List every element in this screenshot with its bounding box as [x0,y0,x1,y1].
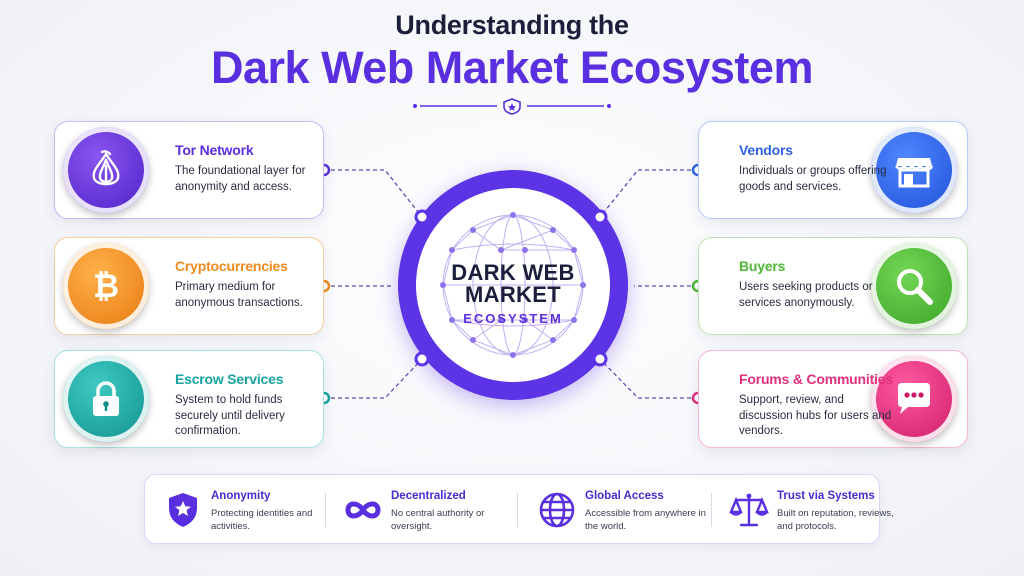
feature-divider [325,493,326,527]
onion-icon [63,127,149,213]
scales-icon [729,493,769,527]
card-title: Forums & Communities [739,371,893,387]
card-description: Primary medium for anonymous transaction… [175,281,303,309]
card-description: The foundational layer for anonymity and… [175,165,306,193]
card-forums-communities: Forums & Communities Support, review, an… [698,350,968,448]
card-escrow-services: Escrow Services System to hold funds sec… [54,350,324,448]
card-vendors: Vendors Individuals or groups offering g… [698,121,968,219]
title-line-1: Understanding the [395,10,629,40]
feature-title: Global Access [585,490,664,502]
bitcoin-icon: ₿ [63,243,149,329]
infinity-icon [345,501,381,519]
feature-title: Decentralized [391,490,466,502]
card-tor-network: Tor Network The foundational layer for a… [54,121,324,219]
card-title: Cryptocurrencies [175,258,288,274]
feature-divider [711,493,712,527]
network-globe-icon [398,209,628,367]
hub-title-line-3: ECOSYSTEM [463,311,563,326]
feature-title: Anonymity [211,490,271,502]
feature-title: Trust via Systems [777,490,875,502]
feature-description: Protecting identities and activities. [211,508,313,532]
card-description: Individuals or groups offering goods and… [739,165,887,193]
card-description: System to hold funds securely until deli… [175,394,285,437]
card-description: Support, review, and discussion hubs for… [739,394,892,437]
central-hub: DARK WEB MARKET ECOSYSTEM [398,170,628,400]
title-line-2: Dark Web Market Ecosystem [211,42,813,93]
title-divider [413,98,611,115]
shield-star-icon [503,98,521,115]
card-buyers: Buyers Users seeking products or service… [698,237,968,335]
feature-description: Built on reputation, reviews, and protoc… [777,508,894,532]
feature-description: Accessible from anywhere in the world. [585,508,706,532]
card-title: Escrow Services [175,371,284,387]
hub-title-line-2: MARKET [465,282,561,307]
shield-star-icon [169,493,197,527]
card-title: Tor Network [175,142,254,158]
card-title: Vendors [739,142,793,158]
card-description: Users seeking products or services anony… [739,281,873,309]
svg-text:₿: ₿ [93,267,119,305]
hub-title-line-1: DARK WEB [451,260,575,285]
storefront-icon [871,127,957,213]
padlock-icon [63,356,149,442]
magnifier-icon [871,243,957,329]
features-bar: Anonymity Protecting identities and acti… [144,474,894,544]
feature-divider [517,493,518,527]
card-title: Buyers [739,258,786,274]
feature-description: No central authority or oversight. [391,508,485,532]
chat-bubble-icon [871,356,957,442]
globe-icon [539,492,575,528]
card-cryptocurrencies: ₿ Cryptocurrencies Primary medium for an… [54,237,324,335]
